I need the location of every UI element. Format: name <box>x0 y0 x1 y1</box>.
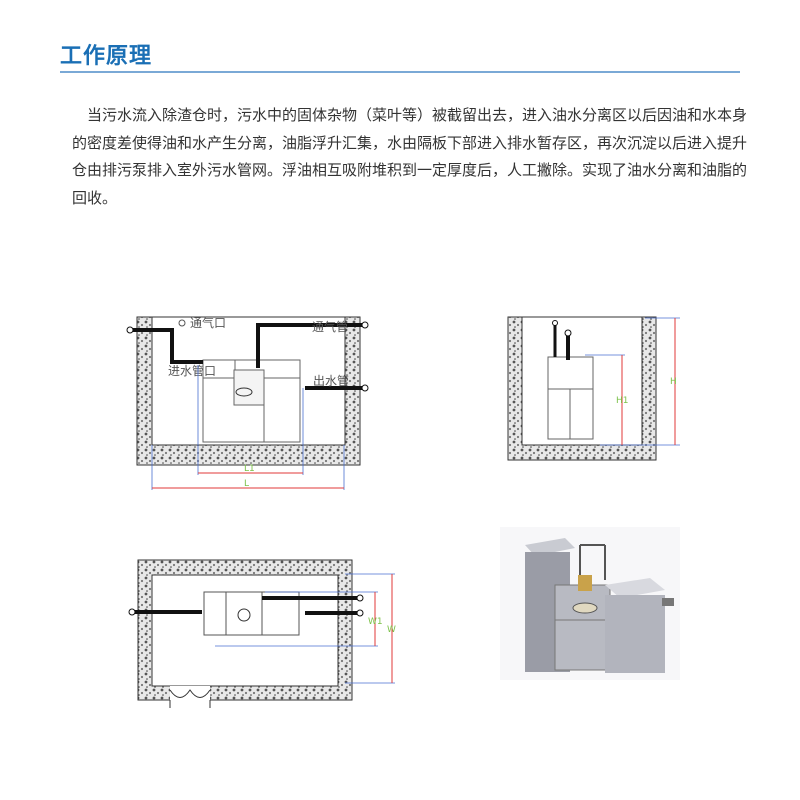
top-view-diagram: W1 W <box>128 559 396 708</box>
side-view-diagram: H1 H <box>507 316 680 461</box>
dim-h1-label: H1 <box>616 396 629 406</box>
inlet-label: 进水管口 <box>168 363 216 378</box>
dim-l-label: L <box>244 479 249 489</box>
section-title: 工作原理 <box>60 44 153 69</box>
outlet-label: 出水管 <box>313 373 349 388</box>
dim-w-label: W <box>387 625 396 635</box>
dim-h-label: H <box>670 377 677 387</box>
dim-w1-label: W1 <box>368 617 383 627</box>
equipment-3d-render <box>500 527 680 680</box>
vent-port-icon <box>178 319 186 327</box>
title-divider <box>60 71 740 73</box>
dim-l1-label: L1 <box>244 464 255 474</box>
vent-pipe-label: 通气管 <box>312 319 348 334</box>
front-view-diagram: 通气口 通气管 进水管口 出水管 L1 L <box>126 315 369 490</box>
description-paragraph: 当污水流入除渣仓时，污水中的固体杂物（菜叶等）被截留出去，进入油水分离区以后因油… <box>72 106 748 207</box>
vent-port-label: 通气口 <box>190 315 226 330</box>
